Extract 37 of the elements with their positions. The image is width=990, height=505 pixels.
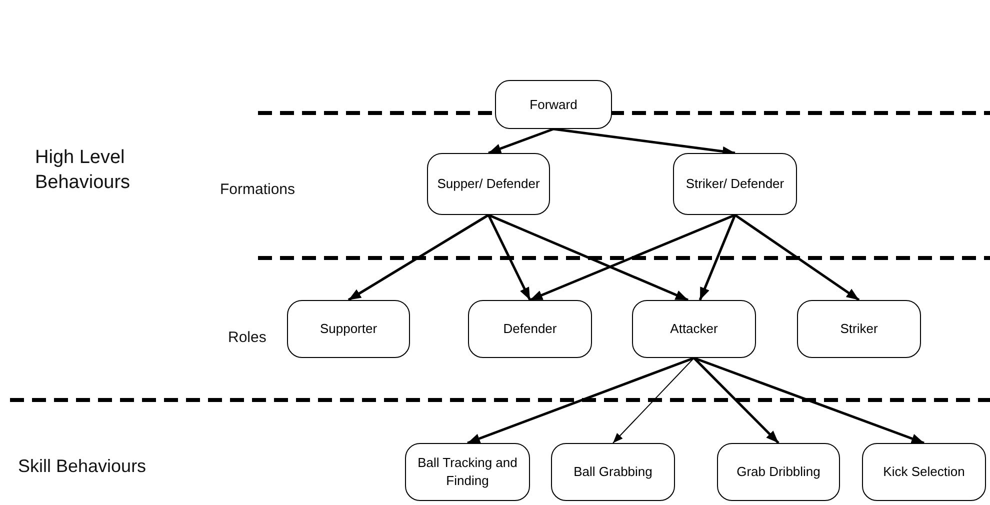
level-label: Roles — [228, 328, 266, 348]
node-label: Attacker — [669, 320, 719, 338]
level-label: Skill Behaviours — [18, 455, 146, 478]
rounded-box — [673, 153, 797, 215]
arrow — [487, 214, 532, 301]
rounded-box — [495, 80, 612, 129]
arrow — [693, 357, 780, 444]
arrow — [530, 214, 736, 302]
rounded-box — [632, 300, 756, 358]
level-label: High Level Behaviours — [35, 146, 132, 195]
node-label: Striker/ Defender — [684, 175, 786, 193]
rounded-box — [717, 443, 840, 501]
node-label: Kick Selection — [882, 463, 966, 481]
rounded-box — [427, 153, 550, 215]
rounded-box — [797, 300, 921, 358]
rounded-box — [468, 300, 592, 358]
arrow — [612, 358, 694, 444]
rounded-box — [287, 300, 410, 358]
node-label: Supporter — [318, 320, 378, 338]
arrow — [467, 356, 694, 444]
rounded-box — [862, 443, 986, 501]
node-label: Defender — [502, 320, 558, 338]
node-label: Ball Grabbing — [572, 463, 654, 481]
rounded-box — [405, 443, 530, 501]
arrow — [734, 214, 860, 302]
rounded-box — [551, 443, 675, 501]
node-label: Supper/ Defender — [436, 175, 541, 193]
node-label: Ball Tracking and Finding — [416, 454, 518, 490]
arrow — [348, 214, 490, 302]
arrow — [694, 356, 924, 444]
node-label: Grab Dribbling — [736, 463, 822, 481]
arrow — [698, 214, 736, 300]
arrow — [488, 214, 688, 302]
arrow — [488, 128, 554, 154]
node-label: Forward — [528, 96, 578, 114]
level-label: Formations — [220, 180, 296, 200]
node-label: Striker — [839, 320, 879, 338]
